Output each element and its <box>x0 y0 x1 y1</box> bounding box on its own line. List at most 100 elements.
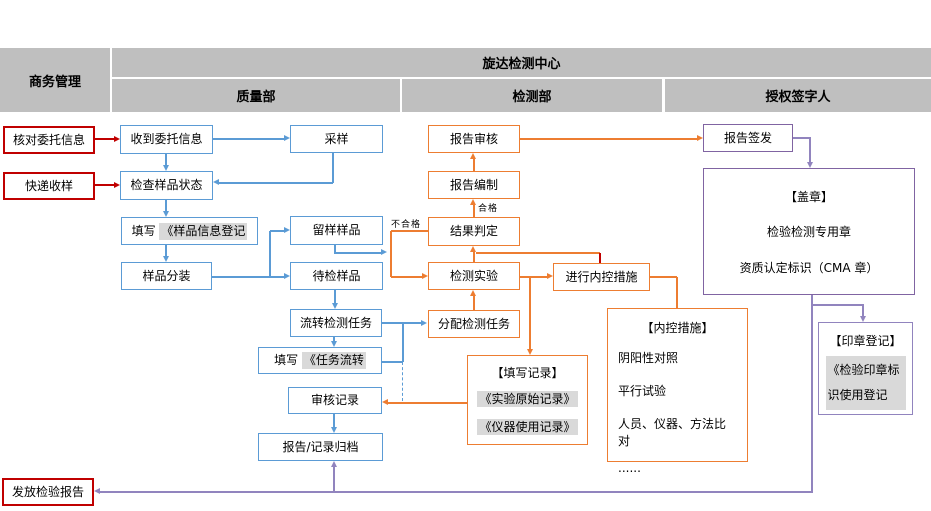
connector-line <box>473 252 475 262</box>
connector-arrow <box>546 273 553 279</box>
connector-arrow <box>806 161 813 168</box>
connector-line-dashed <box>402 362 403 401</box>
panel-title: 【内控措施】 <box>641 321 714 335</box>
node-report-sign-issue: 报告签发 <box>703 124 793 152</box>
connector-line <box>391 230 428 232</box>
node-label: 留样样品 <box>312 223 361 237</box>
connector-line <box>529 277 531 349</box>
connector-line <box>473 159 475 171</box>
node-label: 流转检测任务 <box>299 315 372 330</box>
node-pending-sample: 待检样品 <box>290 262 383 290</box>
node-review-record: 审核记录 <box>288 387 382 414</box>
node-fill-task-transfer: 填写 《任务流转 <box>258 347 382 374</box>
node-label: 检查样品状态 <box>130 178 203 192</box>
connector-arrow <box>213 179 219 185</box>
connector-line <box>520 276 547 278</box>
node-label-prefix: 填写 <box>131 223 156 238</box>
connector-arrow <box>526 348 533 355</box>
panel-stamp: 【盖章】 检验检测专用章 资质认定标识（CMA 章） <box>703 168 915 295</box>
connector-line <box>95 138 114 140</box>
header-label: 商务管理 <box>28 74 81 90</box>
connector-arrow <box>470 199 476 205</box>
connector-arrow <box>470 153 476 159</box>
connector-arrow <box>382 399 388 405</box>
connector-line <box>391 276 422 278</box>
panel-item: 《仪器使用记录》 <box>477 419 578 435</box>
connector-line <box>476 252 600 254</box>
connector-arrow <box>330 461 337 467</box>
node-assign-test-task: 分配检测任务 <box>428 310 520 338</box>
connector-line <box>165 200 167 211</box>
connector-line <box>165 245 167 256</box>
connector-line <box>95 184 114 186</box>
connector-line <box>334 245 336 253</box>
connector-line <box>650 276 677 278</box>
panel-title: 【填写记录】 <box>491 366 564 380</box>
node-label: 样品分装 <box>142 268 191 283</box>
connector-line <box>520 138 697 140</box>
node-label: 报告编制 <box>449 177 498 192</box>
connector-line <box>165 154 167 165</box>
node-sampling: 采样 <box>290 125 383 153</box>
connector-line <box>270 230 284 232</box>
connector-line <box>402 323 404 362</box>
node-report-record-archive: 报告/记录归档 <box>258 433 383 461</box>
connector-line <box>332 153 334 183</box>
node-label-highlight: 《样品信息登记 <box>159 222 248 240</box>
panel-item: 检验检测专用章 <box>766 225 851 239</box>
connector-line <box>333 337 335 342</box>
node-label: 审核记录 <box>310 393 359 407</box>
connector-line <box>212 276 284 278</box>
connector-line <box>676 277 678 308</box>
connector-line <box>862 306 864 316</box>
edge-label-fail: 不合格 <box>391 220 422 230</box>
header-quality-dept: 质量部 <box>112 79 400 112</box>
connector-arrow <box>859 315 866 322</box>
connector-arrow <box>470 290 476 296</box>
node-check-sample-status: 检查样品状态 <box>120 171 213 200</box>
connector-line <box>333 467 335 492</box>
panel-control-measures: 【内控措施】 阴阳性对照 平行试验 人员、仪器、方法比对 ...... <box>607 308 748 475</box>
node-label: 核对委托信息 <box>12 132 85 147</box>
node-sample-split: 样品分装 <box>121 262 212 290</box>
connector-line <box>213 138 284 140</box>
header-label: 质量部 <box>236 90 276 105</box>
connector-line <box>334 290 336 303</box>
connector-line <box>382 322 421 324</box>
connector-line <box>813 304 864 306</box>
header-business-management: 商务管理 <box>0 48 110 112</box>
node-label: 报告签发 <box>723 130 772 145</box>
header-label: 旋达检测中心 <box>482 57 561 72</box>
header-label: 授权签字人 <box>765 90 831 105</box>
panel-fill-record: 【填写记录】 《实验原始记录》 《仪器使用记录》 <box>467 355 588 445</box>
node-label: 进行内控措施 <box>565 269 638 284</box>
connector-line <box>382 361 403 363</box>
connector-line <box>219 182 333 184</box>
connector-line <box>100 491 813 493</box>
panel-item: ...... <box>618 461 641 475</box>
panel-item: 《检验印章标 <box>827 363 900 377</box>
node-receive-commission-info: 收到委托信息 <box>120 125 213 154</box>
connector-arrow <box>421 273 428 279</box>
panel-title: 【印章登记】 <box>829 334 902 348</box>
node-label: 采样 <box>324 131 349 146</box>
connector-arrow <box>162 210 169 217</box>
panel-item: 《实验原始记录》 <box>477 391 578 407</box>
connector-line <box>809 137 811 162</box>
connector-arrow <box>381 249 387 255</box>
connector-arrow <box>330 340 337 347</box>
node-label-prefix: 填写 <box>274 353 299 367</box>
connector-arrow <box>470 246 476 252</box>
connector-arrow <box>162 255 169 262</box>
node-express-receive-sample: 快递收样 <box>3 172 95 200</box>
panel-title: 【盖章】 <box>784 189 833 204</box>
connector-line <box>269 231 271 277</box>
panel-item: 资质认定标识（CMA 章） <box>739 260 879 275</box>
connector-line <box>793 137 811 139</box>
node-label: 结果判定 <box>449 224 498 238</box>
header-org: 旋达检测中心 <box>112 48 931 77</box>
panel-item: 人员、仪器、方法比对 <box>618 417 727 448</box>
connector-line <box>473 205 475 217</box>
node-retained-sample: 留样样品 <box>290 216 383 245</box>
